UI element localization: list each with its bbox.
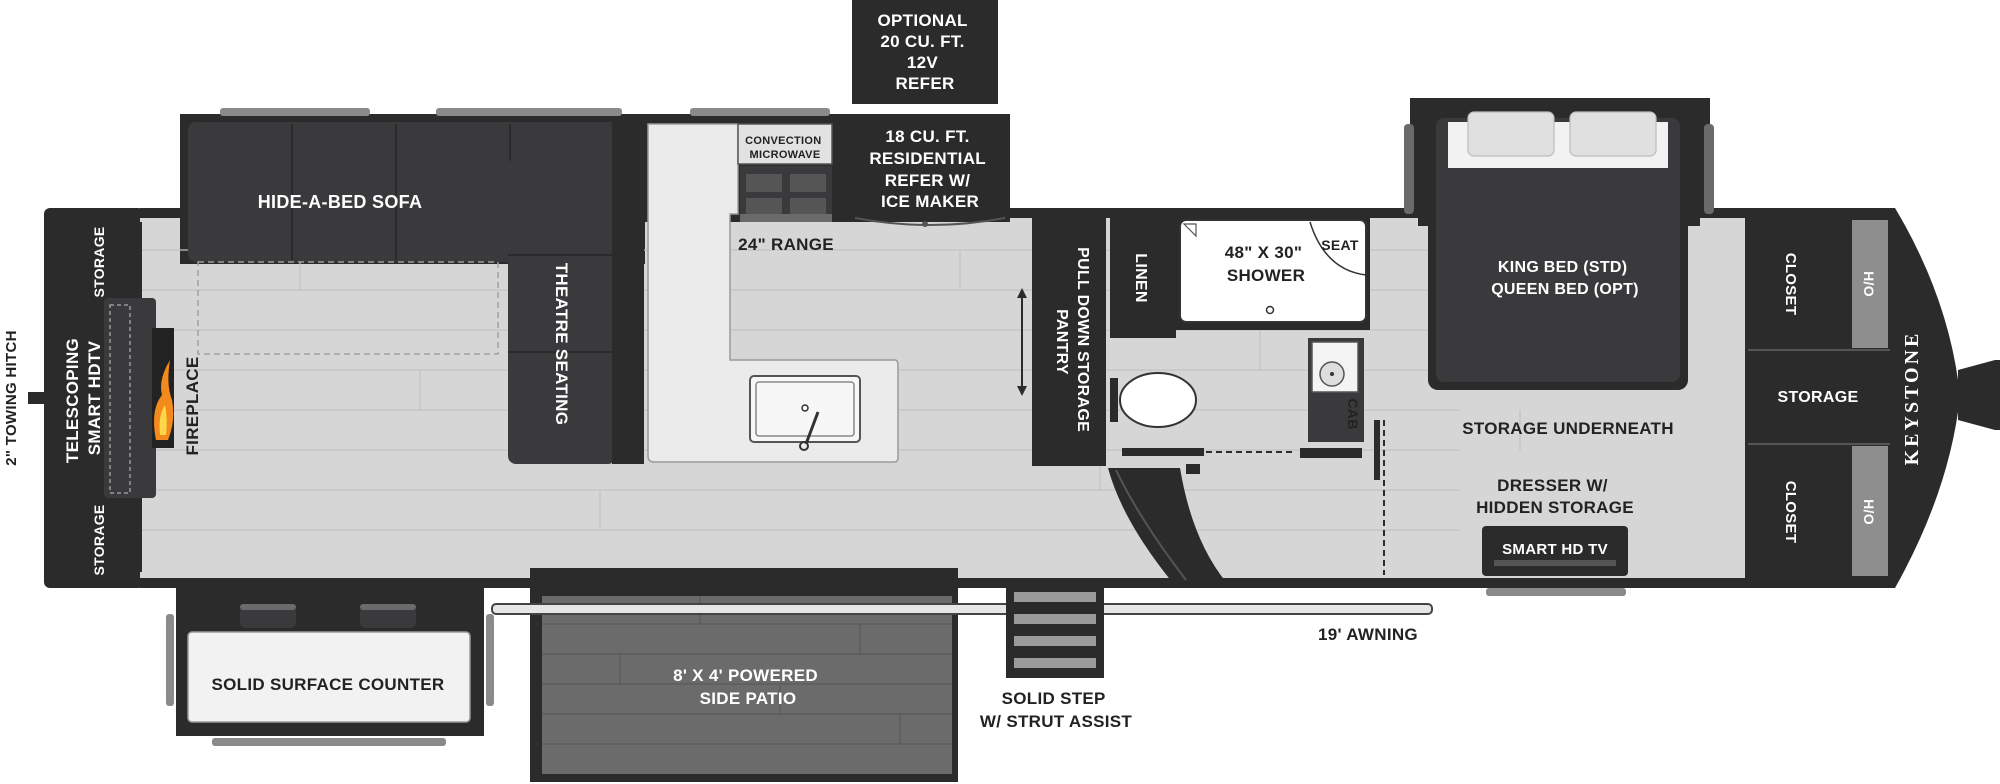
shower-icon [1179,219,1367,323]
optional-refer-label: OPTIONAL 20 CU. FT. 12V REFER [878,11,973,93]
linen-cabinet [1110,218,1176,338]
bed-line: QUEEN BED (OPT) [1491,281,1639,298]
range-icon [740,166,832,222]
brand-logo: KEYSTONE [1901,331,1923,466]
pantry-line: PANTRY [1053,309,1070,375]
toilet-icon [1110,372,1197,428]
opt-refer-line: 20 CU. FT. [880,32,964,51]
tv-front-line: SMART HDTV [85,340,104,455]
storage-rear-label: STORAGE [1778,389,1859,406]
patio-label: 8' X 4' POWERED SIDE PATIO [673,666,823,708]
refer-line: ICE MAKER [881,192,979,211]
step-line: SOLID STEP [1002,689,1106,708]
awning-label: 19' AWNING [1318,625,1418,644]
linen-label: LINEN [1132,253,1149,303]
shower-line: SHOWER [1227,266,1305,285]
refrigerator [852,114,1010,227]
step-label: SOLID STEP W/ STRUT ASSIST [980,689,1132,731]
opt-refer-line: 12V [907,53,939,72]
dresser-label: DRESSER W/ HIDDEN STORAGE [1476,476,1634,517]
cab-label: CAB [1345,398,1361,429]
bathroom [1110,218,1385,575]
refer-line: RESIDENTIAL [869,149,985,168]
theatre-seating [508,122,644,464]
front-wall-storage [58,222,174,572]
optional-refer [852,0,998,104]
patio-line: 8' X 4' POWERED [673,666,818,685]
vanity-sink-icon [1300,338,1364,458]
storage-front-bottom-label: STORAGE [91,504,107,575]
kitchen-counter [647,108,899,463]
pantry-label: PULL DOWN STORAGE PANTRY [1053,247,1091,437]
entry-stairs [1108,464,1226,582]
solid-step [1006,586,1104,678]
pantry [1017,218,1106,466]
ho-top-label: H/O [1861,271,1877,297]
stool-icon [240,604,296,628]
sofa-label: HIDE-A-BED SOFA [258,192,423,212]
sink-icon [749,375,861,451]
microwave-line: MICROWAVE [750,149,821,161]
stool-icon [360,604,416,628]
shower-label: 48" X 30" SHOWER [1225,243,1307,285]
microwave-icon [737,123,833,165]
storage-underneath-label: STORAGE UNDERNEATH [1462,419,1674,438]
ho-bottom-label: H/O [1861,499,1877,525]
opt-refer-line: REFER [895,74,954,93]
seat-label: SEAT [1321,237,1359,253]
theatre-seating-label: THEATRE SEATING [552,263,571,426]
bed-label: KING BED (STD) QUEEN BED (OPT) [1491,259,1639,298]
tv-front-line: TELESCOPING [63,338,82,463]
counter-slide [166,578,494,746]
towing-hitch-label: 2" TOWING HITCH [3,330,20,466]
smart-tv-label: SMART HD TV [1502,541,1608,558]
labels: 2" TOWING HITCH STORAGE STORAGE TELESCOP… [3,11,1923,731]
range-label: 24" RANGE [738,235,834,254]
fireplace-label: FIREPLACE [183,356,202,455]
rear-closets [1748,218,1890,578]
storage-front-top-label: STORAGE [91,226,107,297]
shower-line: 48" X 30" [1225,243,1302,262]
awning [491,603,1433,615]
refer-label: 18 CU. FT. RESIDENTIAL REFER W/ ICE MAKE… [869,127,990,211]
refer-line: 18 CU. FT. [885,127,969,146]
fireplace-flame-icon [152,328,174,448]
bed-line: KING BED (STD) [1498,259,1628,276]
closet-bottom-label: CLOSET [1782,481,1799,544]
counter-label: SOLID SURFACE COUNTER [212,675,445,694]
opt-refer-line: OPTIONAL [878,11,968,30]
bed [1404,102,1714,390]
patio-line: SIDE PATIO [700,689,797,708]
dresser-line: HIDDEN STORAGE [1476,498,1634,517]
dresser [1482,526,1628,596]
dresser-line: DRESSER W/ [1497,476,1608,495]
step-line: W/ STRUT ASSIST [980,712,1132,731]
microwave-label: CONVECTION MICROWAVE [745,135,825,161]
microwave-line: CONVECTION [745,135,821,147]
refer-line: REFER W/ [885,171,971,190]
pantry-line: PULL DOWN STORAGE [1074,247,1091,432]
closet-top-label: CLOSET [1782,253,1799,316]
telescoping-tv-label: TELESCOPING SMART HDTV [63,333,104,463]
